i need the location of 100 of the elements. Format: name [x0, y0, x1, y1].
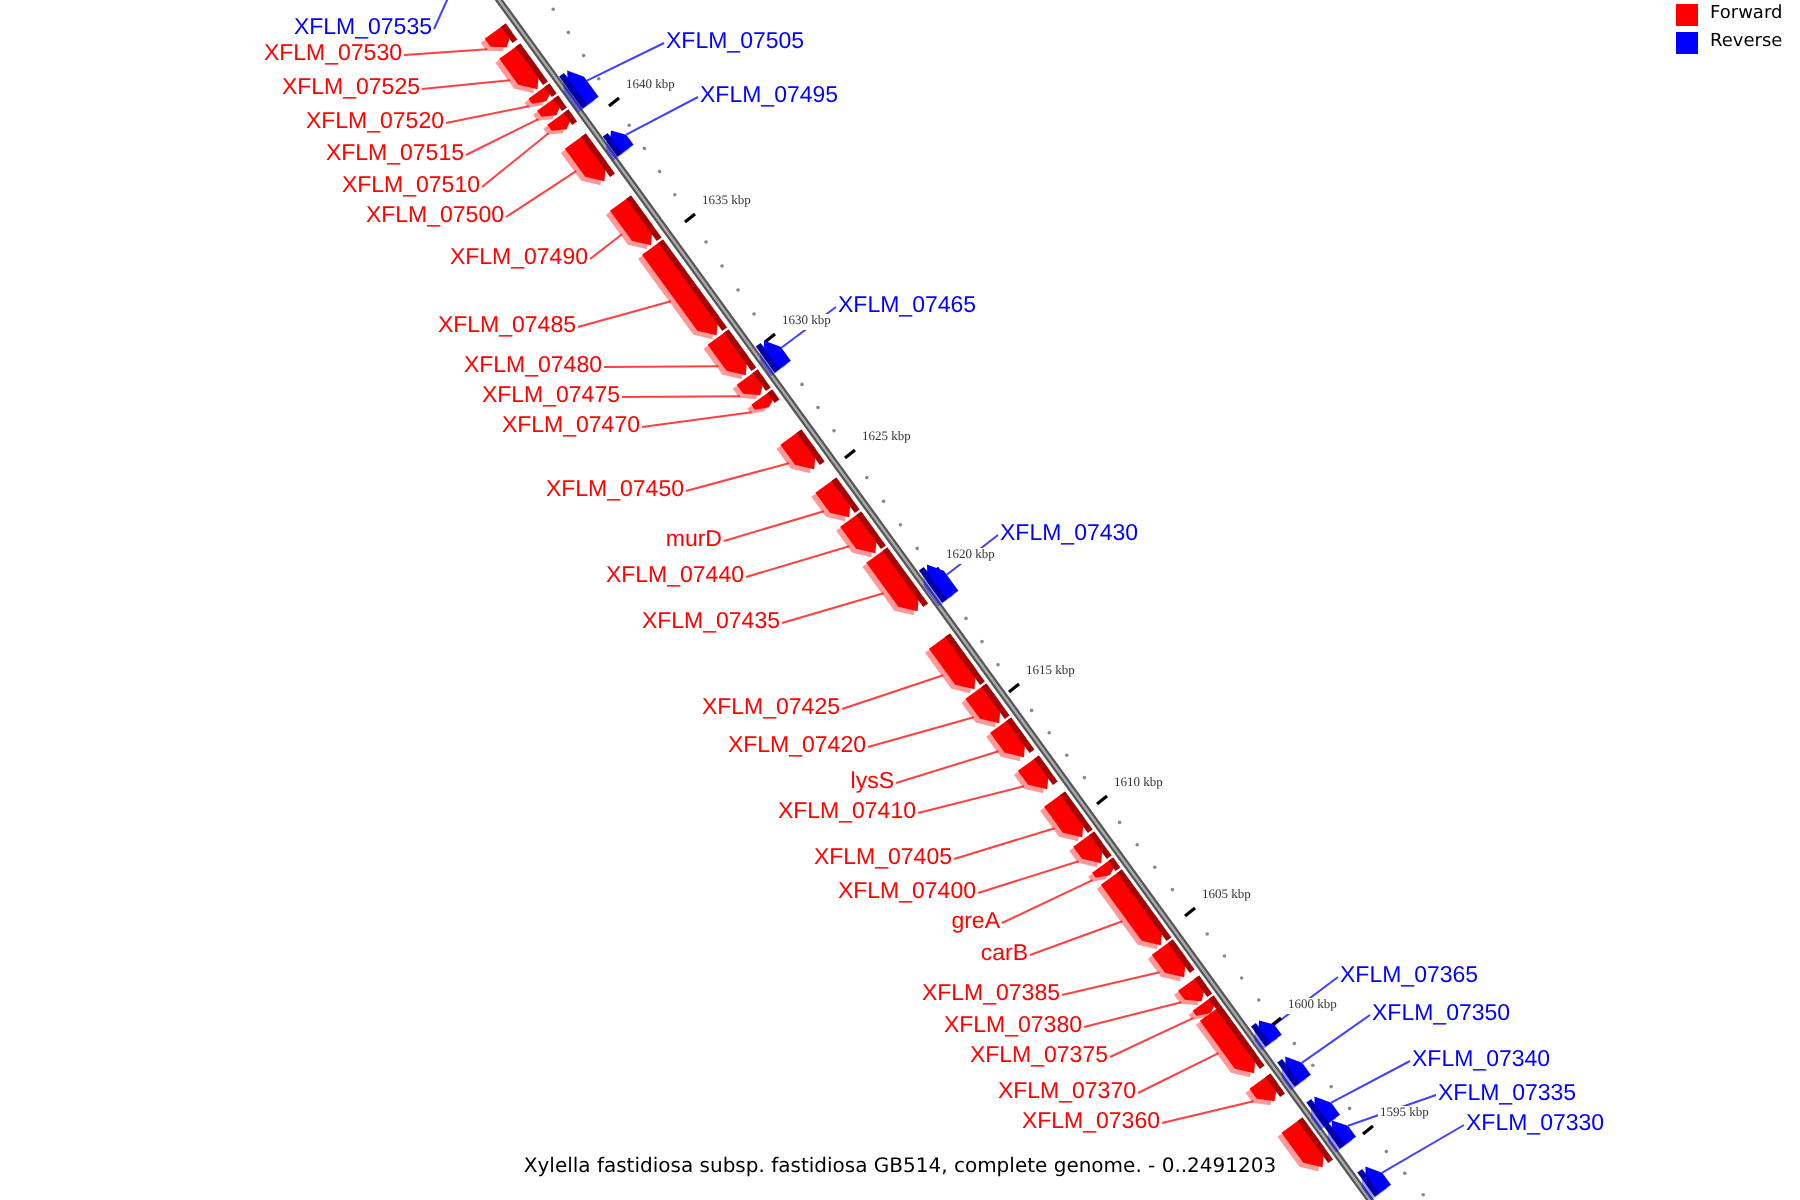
gene-glyph [559, 70, 599, 113]
gene-glyph [836, 511, 886, 558]
gene-label: XFLM_07330 [1466, 1112, 1605, 1138]
gene-label: XFLM_07350 [1372, 1002, 1511, 1028]
gene-glyph [1245, 1073, 1285, 1106]
gene-glyph [1323, 1120, 1356, 1153]
leader-line [1301, 1014, 1371, 1064]
gene-glyph [918, 564, 959, 607]
leader-line [841, 674, 945, 710]
gene-glyph [560, 133, 615, 186]
leader-line [585, 42, 665, 82]
gene-label: carB [980, 942, 1028, 968]
gene-label: XFLM_07420 [727, 734, 866, 760]
gene-label: XFLM_07375 [969, 1044, 1108, 1070]
leader-line [781, 592, 885, 624]
gene-label: XFLM_07410 [777, 800, 916, 826]
gene-label: XFLM_07360 [1021, 1110, 1160, 1136]
gene-glyph [1277, 1056, 1311, 1091]
gene-glyph [480, 23, 518, 52]
leader-line [1001, 879, 1094, 924]
leader-line [685, 462, 790, 492]
leader-line [723, 510, 825, 542]
leader-line [1381, 1124, 1465, 1174]
leader-line [589, 233, 624, 260]
gene-label: XFLM_07500 [365, 204, 504, 230]
gene-label: XFLM_07430 [1000, 522, 1139, 548]
leader-line [445, 105, 530, 124]
legend-label: Forward [1710, 2, 1783, 26]
gene-label: XFLM_07480 [463, 354, 602, 380]
gene-glyph [1096, 869, 1172, 950]
gene-glyph [862, 547, 929, 616]
gene-label: XFLM_07385 [921, 982, 1060, 1008]
leader-line [1137, 1052, 1220, 1094]
leader-line [867, 716, 975, 748]
gene-label: XFLM_07340 [1412, 1048, 1551, 1074]
gene-glyph [605, 195, 662, 250]
gene-glyph [1174, 975, 1213, 1006]
gene-label: XFLM_07400 [837, 880, 976, 906]
gene-label: murD [665, 528, 722, 554]
gene-label: XFLM_07475 [481, 384, 620, 410]
leader-line [953, 827, 1056, 860]
leader-line [1330, 1060, 1411, 1104]
gene-glyph [747, 389, 780, 414]
leader-line [621, 395, 741, 398]
gene-glyph [1069, 831, 1112, 868]
gene-label: XFLM_07525 [281, 76, 420, 102]
gene-glyph [776, 429, 825, 474]
gene-label: XFLM_07485 [437, 314, 576, 340]
gene-label: XFLM_07405 [813, 846, 952, 872]
gene-label: XFLM_07450 [545, 478, 684, 504]
gene-label: XFLM_07510 [341, 174, 480, 200]
gene-glyph [543, 109, 578, 135]
leader-line [577, 300, 672, 328]
gene-label: XFLM_07365 [1340, 964, 1479, 990]
gene-label: XFLM_07440 [605, 564, 744, 590]
gene-glyph [1277, 1117, 1334, 1172]
gene-glyph [1147, 939, 1195, 982]
gene-glyph [755, 340, 791, 377]
leader-line [421, 79, 511, 90]
gene-label: XFLM_07505 [666, 30, 805, 56]
leader-line [465, 118, 540, 156]
leader-line [403, 48, 489, 56]
gene-glyph [1013, 755, 1058, 794]
gene-label: XFLM_07370 [997, 1080, 1136, 1106]
gene-label: XFLM_07425 [701, 696, 840, 722]
gene-glyph [1251, 1020, 1282, 1051]
gene-glyph [986, 717, 1035, 762]
leader-line [1029, 920, 1124, 956]
leader-line [917, 785, 1026, 814]
gene-label: XFLM_07520 [305, 110, 444, 136]
gene-label: XFLM_07470 [501, 414, 640, 440]
gene-glyph [811, 477, 860, 522]
gene-glyph [495, 43, 548, 94]
gene-glyph [961, 683, 1010, 728]
gene-label: XFLM_07435 [641, 610, 780, 636]
gene-label: XFLM_07335 [1438, 1082, 1577, 1108]
leader-line [1109, 1017, 1194, 1058]
gene-label: XFLM_07380 [943, 1014, 1082, 1040]
gene-glyph [1040, 791, 1093, 842]
gene-label: XFLM_07490 [449, 246, 588, 272]
gene-glyph [924, 633, 985, 694]
leader-line [745, 545, 851, 578]
gene-label: XFLM_07535 [293, 16, 432, 42]
gene-label: XFLM_07530 [263, 42, 402, 68]
gene-label: greA [951, 910, 1000, 936]
leader-line [505, 170, 578, 218]
gene-label: XFLM_07495 [700, 84, 839, 110]
leader-line [433, 0, 449, 30]
gene-label: XFLM_07515 [325, 142, 464, 168]
leader-line [977, 860, 1080, 894]
gene-glyph [703, 329, 757, 380]
leader-line [641, 411, 753, 428]
leader-line [1161, 1100, 1255, 1124]
gene-label: lysS [850, 770, 894, 796]
gene-glyph [602, 130, 634, 161]
leader-line [625, 96, 699, 136]
leader-line [1083, 1001, 1183, 1028]
legend-label: Reverse [1710, 30, 1783, 54]
leader-line [603, 365, 720, 368]
gene-glyph [638, 239, 728, 340]
